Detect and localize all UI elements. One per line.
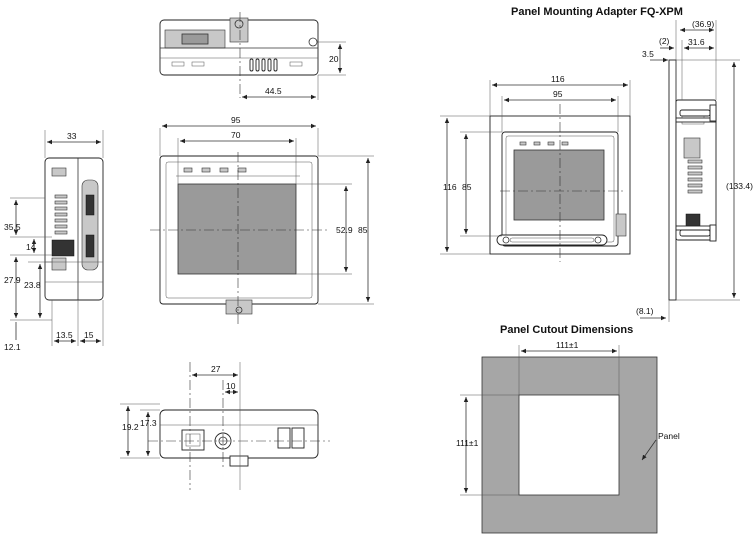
dim-27-9: 27.9 [4,275,21,285]
adapter-side-view: (36.9) (2) 31.6 3.5 (133.4) (8.1) [636,19,753,322]
dim-20: 20 [329,54,339,64]
title-cutout: Panel Cutout Dimensions [500,324,633,336]
dim-cutout-h: 111±1 [456,438,479,448]
dim-cutout-w: 111±1 [556,340,579,350]
side-view: 33 35.5 14 27.9 23.8 12.1 13.5 15 [4,130,104,352]
bottom-view: 27 10 19.2 17.3 [120,362,330,490]
dim-19-2: 19.2 [122,422,139,432]
dim-44-5: 44.5 [265,86,282,96]
dim-33: 33 [67,131,77,141]
mount-screws [679,104,717,242]
side-slots [54,194,68,235]
dim-adapter-85: 85 [462,182,472,192]
front-view: 95 70 52.9 85 [150,115,374,326]
adapter-lcd-screen [513,149,605,221]
dim-17-3: 17.3 [140,418,157,428]
dim-adapter-95: 95 [553,89,563,99]
panel-label: Panel [658,431,680,441]
dim-13-5: 13.5 [56,330,73,340]
panel-cutout: 111±1 111±1 Panel [456,340,680,534]
dim-133-4: (133.4) [726,181,753,191]
adapter-side-slots [687,159,703,194]
vent-slots [249,58,278,72]
top-view: 20 44.5 [159,12,346,100]
dim-14: 14 [26,242,36,252]
dim-85: 85 [358,225,368,235]
lcd-screen [177,183,297,275]
dim-15: 15 [84,330,94,340]
title-adapter: Panel Mounting Adapter FQ-XPM [511,6,683,18]
dim-27: 27 [211,364,221,374]
dim-31-6: 31.6 [688,37,705,47]
adapter-leds [519,141,569,146]
dim-2: (2) [659,36,670,46]
dim-95: 95 [231,115,241,125]
dim-3-5: 3.5 [642,49,654,59]
cutout-opening [518,394,620,496]
dim-adapter-116w: 116 [551,74,565,84]
dim-12-1: 12.1 [4,342,21,352]
dim-35-5: 35.5 [4,222,21,232]
dim-52-9: 52.9 [336,225,353,235]
led-indicators [183,167,247,173]
dim-70: 70 [231,130,241,140]
dim-36-9: (36.9) [692,19,714,29]
dim-adapter-116h: 116 [443,182,457,192]
dim-23-8: 23.8 [24,280,41,290]
dim-8-1: (8.1) [636,306,654,316]
dim-10: 10 [226,381,236,391]
adapter-front-view: 116 95 116 85 [440,74,631,262]
